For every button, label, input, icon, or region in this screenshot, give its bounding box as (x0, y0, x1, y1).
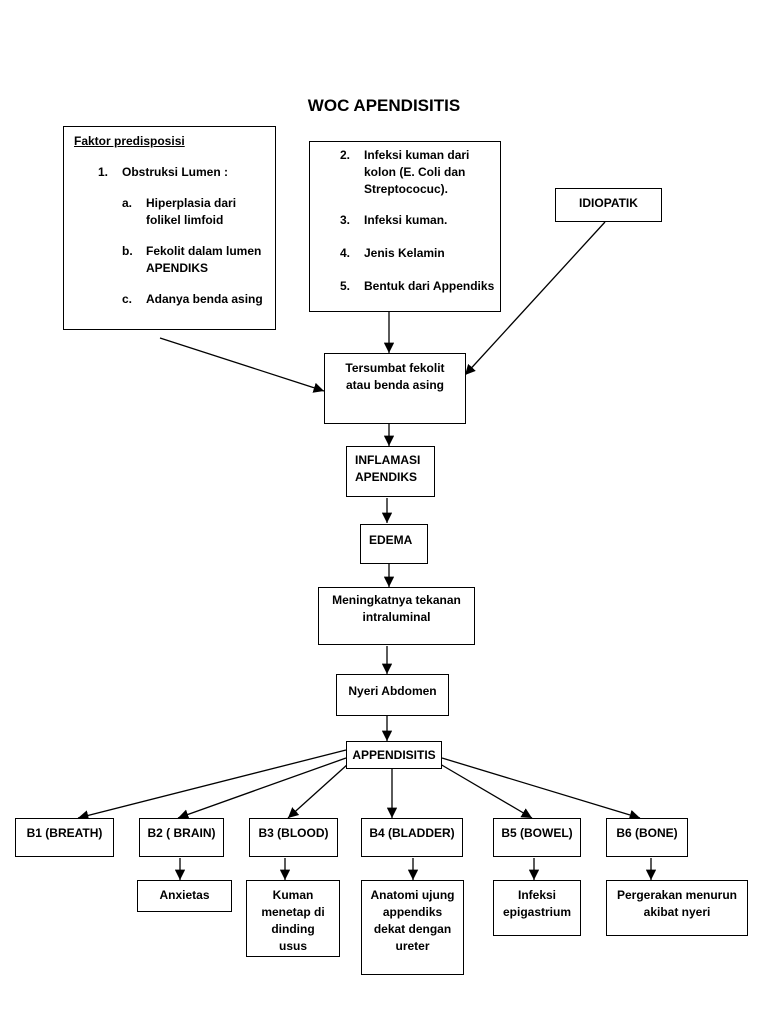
predisposisi-sub-a: a. Hiperplasia dari folikel limfoid (122, 196, 237, 227)
infeksi-epigastrium-box: Infeksi epigastrium (493, 880, 581, 936)
arrow-appendisitis-to-b1 (77, 749, 347, 821)
inflamasi-box: INFLAMASI APENDIKS (346, 446, 435, 497)
b4-bladder-box: B4 (BLADDER) (361, 818, 463, 857)
tekanan-box: Meningkatnya tekanan intraluminal (318, 587, 475, 645)
b2-brain-box: B2 ( BRAIN) (139, 818, 224, 857)
infeksi-item-5: 5. Bentuk dari Appendiks (340, 279, 495, 293)
b1-breath-box: B1 (BREATH) (15, 818, 114, 857)
appendisitis-box: APPENDISITIS (346, 741, 442, 769)
b6-bone-box: B6 (BONE) (606, 818, 688, 857)
anatomi-box: Anatomi ujung appendiks dekat dengan ure… (361, 880, 464, 975)
predisposisi-heading: Faktor predisposisi (74, 134, 185, 148)
nyeri-box: Nyeri Abdomen (336, 674, 449, 716)
anxietas-box: Anxietas (137, 880, 232, 912)
infeksi-item-2: 2. Infeksi kuman dari kolon (E. Coli dan… (340, 148, 470, 196)
pergerakan-box: Pergerakan menurun akibat nyeri (606, 880, 748, 936)
tersumbat-box: Tersumbat fekolit atau benda asing (324, 353, 466, 424)
arrow-predisposisi-to-tersumbat (159, 337, 325, 393)
edema-box: EDEMA (360, 524, 428, 564)
arrow-appendisitis-to-b6 (441, 757, 641, 820)
infeksi-box: 2. Infeksi kuman dari kolon (E. Coli dan… (309, 141, 501, 312)
predisposisi-sub-c: c. Adanya benda asing (122, 292, 263, 306)
infeksi-item-3: 3. Infeksi kuman. (340, 213, 448, 227)
idiopatik-box: IDIOPATIK (555, 188, 662, 222)
infeksi-item-4: 4. Jenis Kelamin (340, 246, 445, 260)
predisposisi-item-1: 1. Obstruksi Lumen : (98, 165, 229, 179)
arrow-appendisitis-to-b3 (287, 763, 349, 819)
arrow-appendisitis-to-b5 (439, 763, 533, 819)
b3-blood-box: B3 (BLOOD) (249, 818, 338, 857)
predisposisi-sub-b: b. Fekolit dalam lumen APENDIKS (122, 244, 262, 275)
kuman-box: Kuman menetap di dinding usus (246, 880, 340, 957)
diagram-title: WOC APENDISITIS (307, 96, 461, 115)
b5-bowel-box: B5 (BOWEL) (493, 818, 581, 857)
arrow-appendisitis-to-b2 (177, 757, 347, 820)
predisposisi-box: Faktor predisposisi 1. Obstruksi Lumen :… (63, 126, 276, 330)
